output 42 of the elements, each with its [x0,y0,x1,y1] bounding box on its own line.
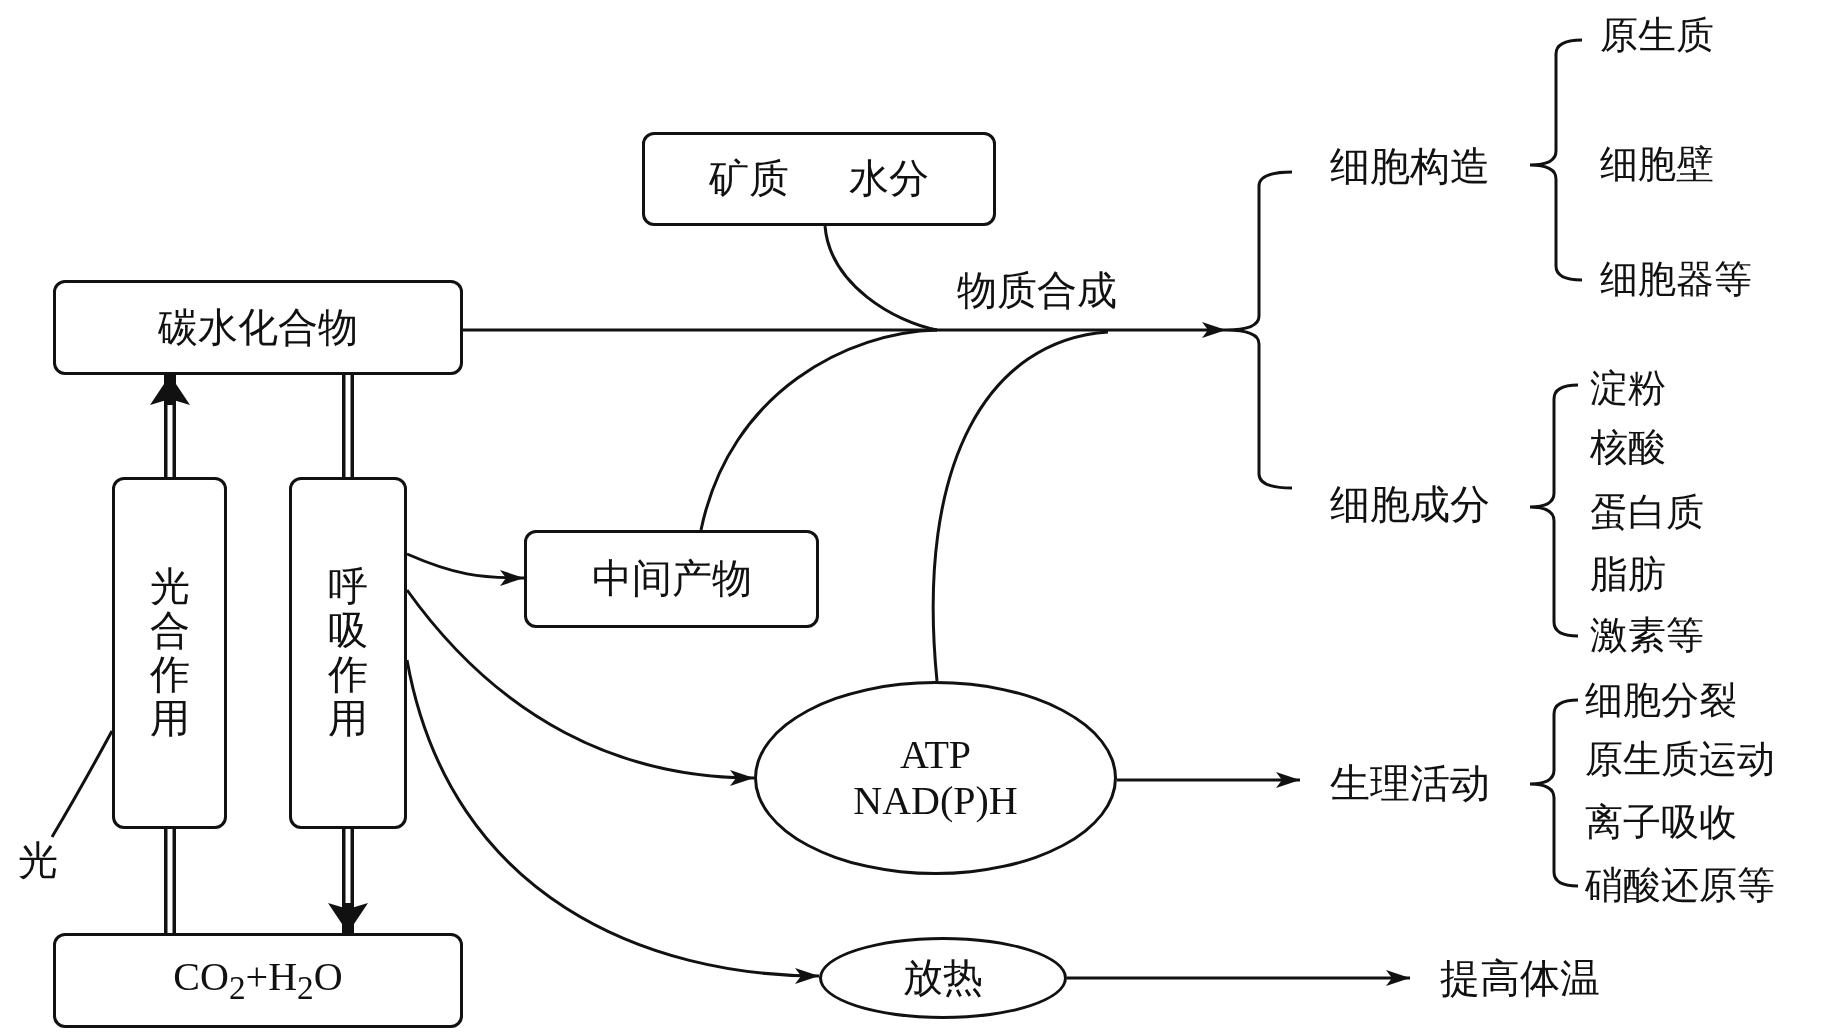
arrow [405,589,755,786]
node-text: 矿质 [709,156,789,202]
brace [1226,170,1292,490]
process-box [112,477,227,829]
arrow [405,659,820,984]
node-text: 呼吸作用 [328,565,368,741]
item-label: 激素等 [1590,615,1704,657]
node-label: 生理活动 [1300,754,1520,814]
process-box [524,530,819,628]
process-box [289,477,407,829]
node-text: 水分 [849,156,929,202]
item-label: 硝酸还原等 [1585,865,1775,907]
process-box [53,933,463,1028]
double-arrow [328,829,368,933]
arrow [1117,772,1300,788]
node-text: 放热 [903,955,983,1001]
node-text: 中间产物 [591,556,752,602]
node-label: 提高体温 [1410,950,1630,1008]
process-box [53,280,463,375]
process-box [642,132,996,226]
item-label: 核酸 [1590,427,1666,469]
node-text: ATP NAD(P)H [852,732,1019,824]
item-label: 蛋白质 [1590,492,1704,534]
item-label: 细胞壁 [1600,144,1714,186]
node-text: CO$_{2}$+H$_{2}$O [173,953,343,1008]
item-label: 原生质 [1600,15,1714,57]
item-label: 离子吸收 [1585,802,1737,844]
arrow [937,322,1226,338]
node-text: 光合作用 [149,565,190,741]
item-label: 细胞器等 [1600,259,1752,301]
item-label: 淀粉 [1590,368,1666,410]
double-arrow [150,375,190,477]
node-label: 细胞构造 [1300,139,1520,195]
item-label: 细胞分裂 [1585,680,1737,722]
node-label: 细胞成分 [1300,477,1520,533]
arrow [1067,970,1410,986]
item-label: 原生质运动 [1585,739,1775,781]
node-label: 光 [15,837,61,885]
node-label: 物质合成 [937,268,1137,332]
node-text: 碳水化合物 [158,304,358,351]
item-label: 脂肪 [1590,554,1666,596]
arrow [406,552,524,586]
